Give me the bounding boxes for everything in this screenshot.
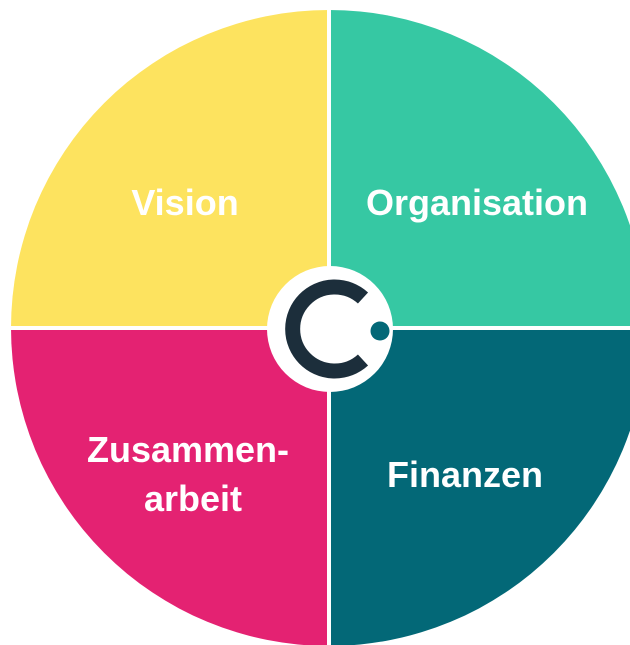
- label-finanzen: Finanzen: [387, 454, 543, 495]
- label-vision: Vision: [131, 182, 238, 223]
- label-vision-line: Vision: [131, 182, 238, 223]
- logo-letter-c: [285, 279, 369, 379]
- label-zusammenarbeit-line-2: arbeit: [144, 478, 242, 519]
- segment-vision: [11, 10, 327, 326]
- label-zusammenarbeit: Zusammen- arbeit: [87, 429, 299, 519]
- logo-dot: [370, 321, 390, 341]
- segment-organisation: [331, 10, 630, 326]
- label-finanzen-line: Finanzen: [387, 454, 543, 495]
- label-organisation: Organisation: [366, 182, 588, 223]
- label-zusammenarbeit-line-1: Zusammen-: [87, 429, 289, 470]
- label-organisation-line: Organisation: [366, 182, 588, 223]
- c-dot-logo-icon: [267, 266, 393, 392]
